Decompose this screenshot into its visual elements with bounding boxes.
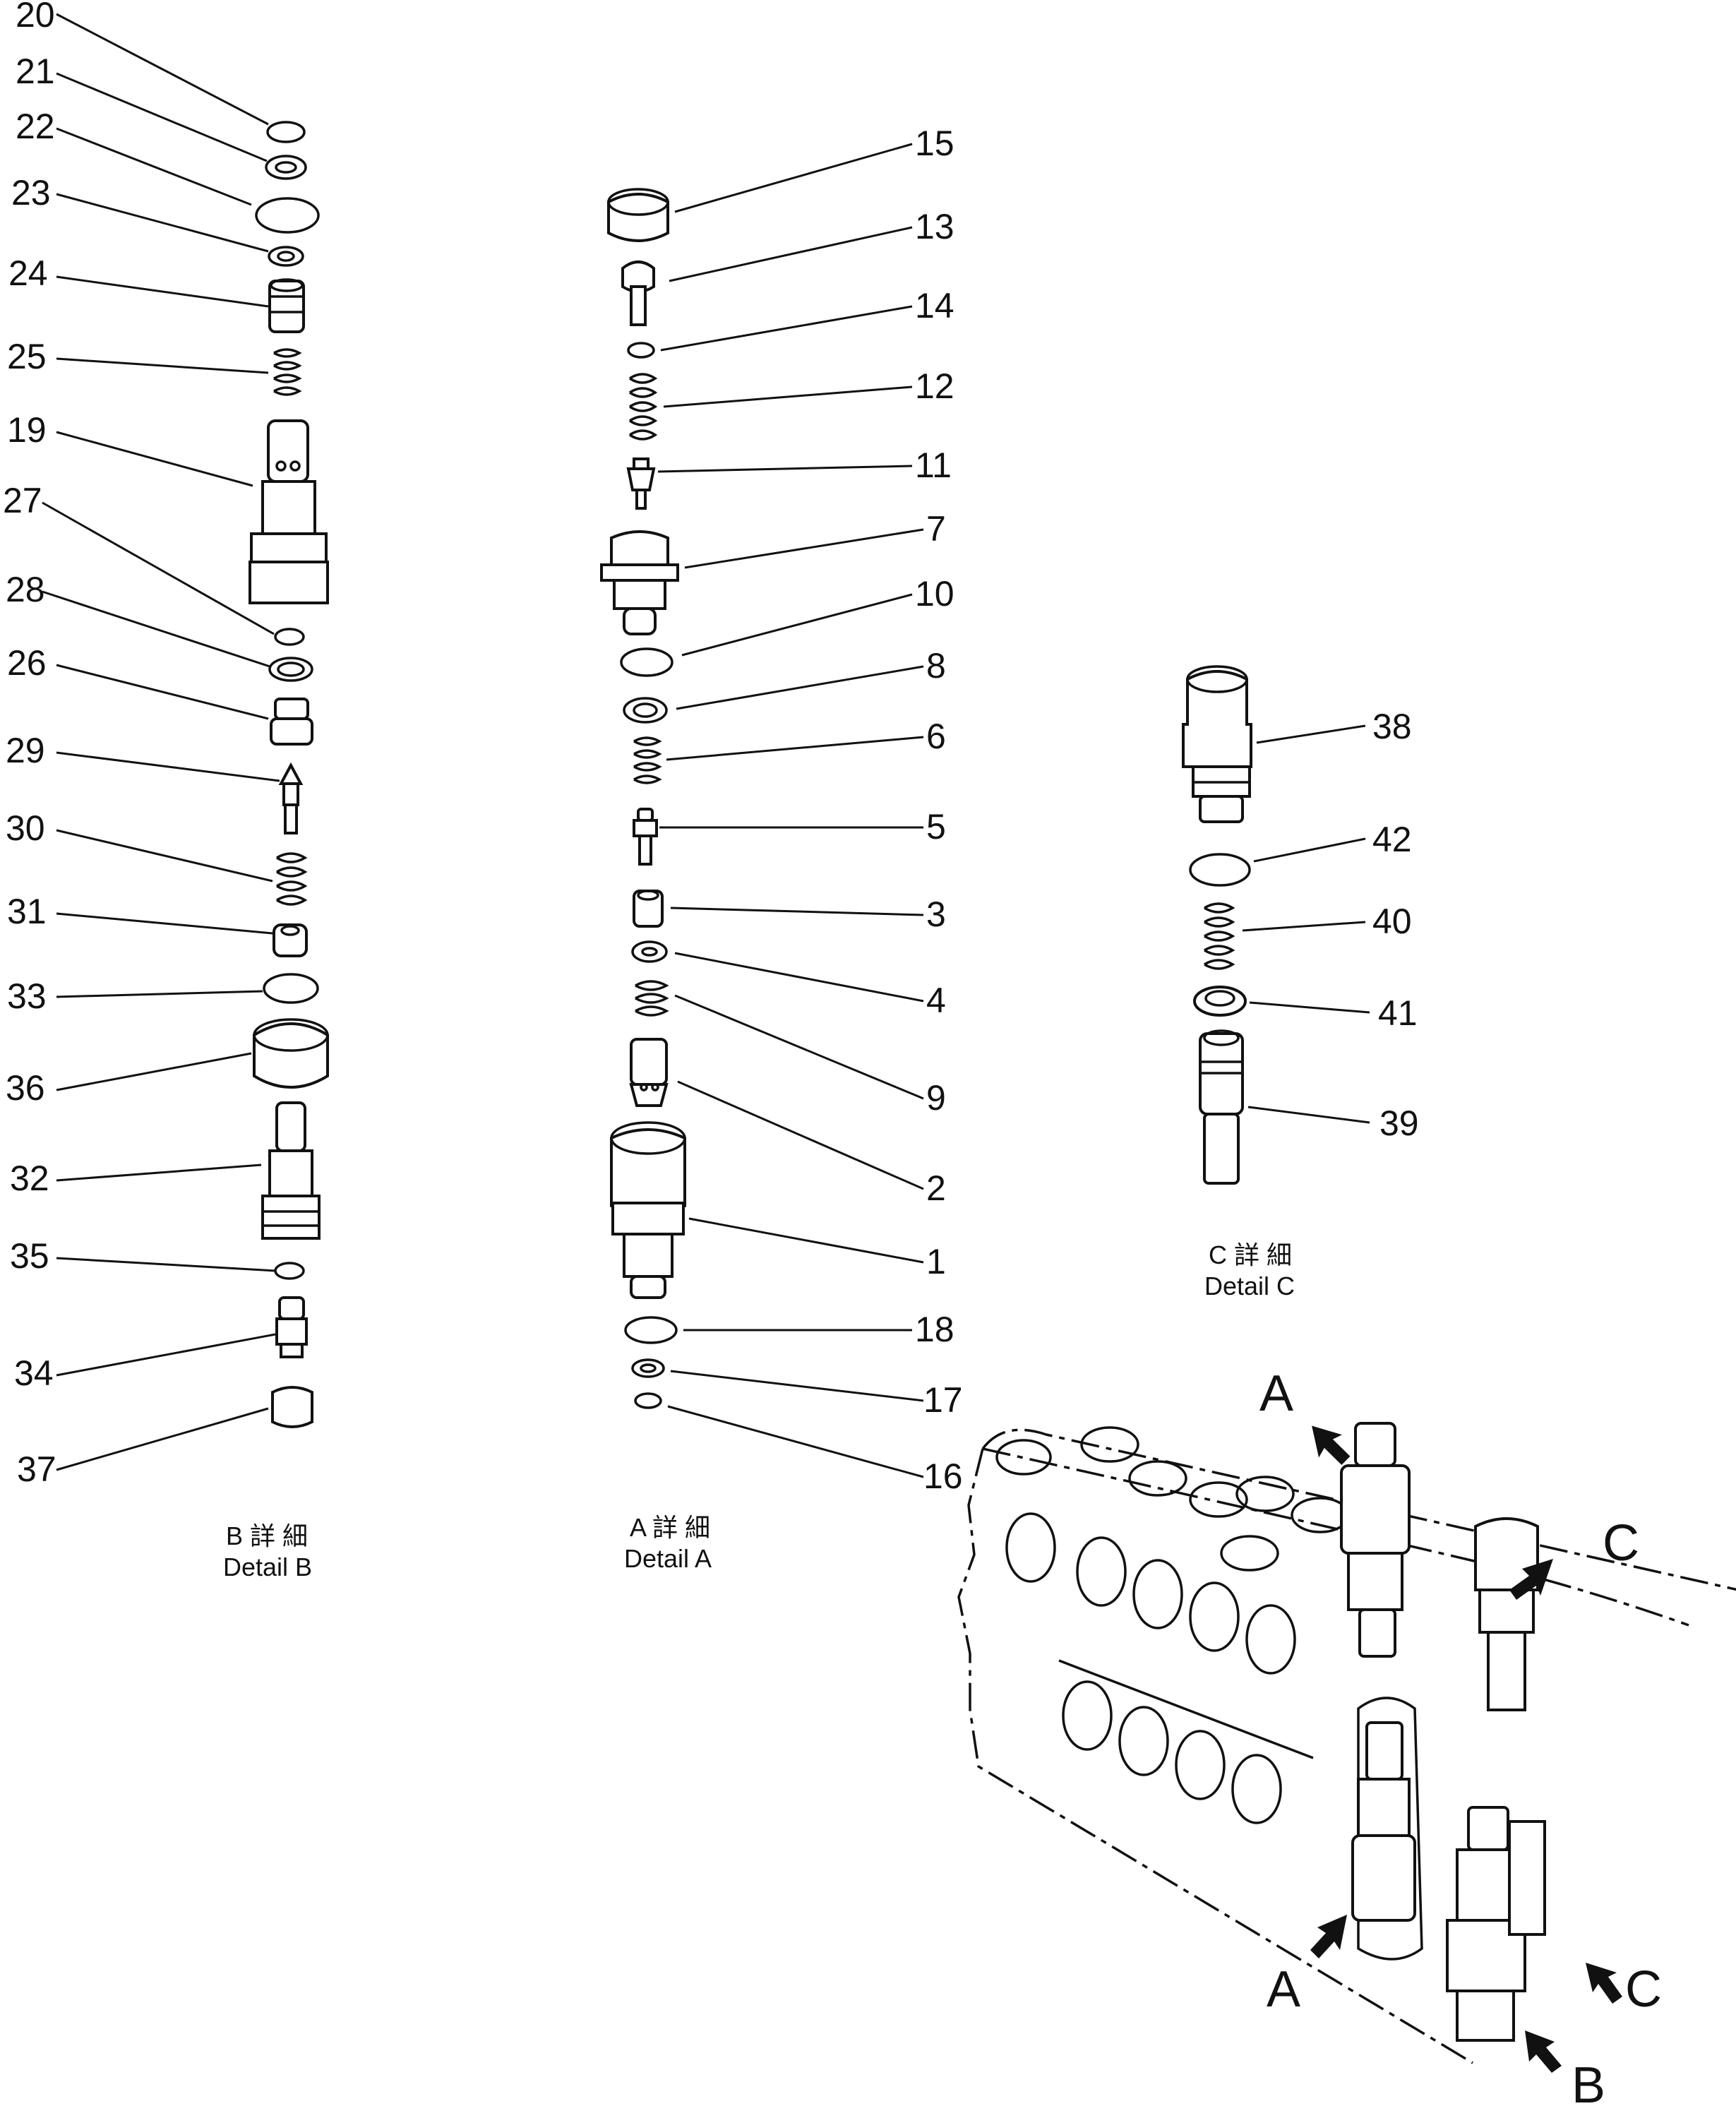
callout-4: 4 [926, 981, 946, 1020]
callout-23: 23 [11, 173, 51, 213]
callout-2: 2 [926, 1168, 946, 1208]
callout-41: 41 [1378, 993, 1418, 1033]
callout-32: 32 [10, 1159, 49, 1198]
callout-8: 8 [926, 646, 946, 686]
callout-34: 34 [14, 1353, 54, 1393]
callout-30: 30 [6, 808, 45, 848]
detail-c-callouts: 38 42 40 41 39 [1372, 707, 1419, 1143]
callout-40: 40 [1372, 902, 1412, 941]
detail-a-parts [600, 188, 686, 1409]
callout-37: 37 [17, 1449, 56, 1489]
callout-11: 11 [915, 445, 952, 485]
assembly-arrows [1310, 1425, 1622, 2073]
callout-25: 25 [7, 337, 47, 376]
callout-14: 14 [915, 286, 954, 325]
callout-21: 21 [16, 52, 55, 91]
callout-12: 12 [915, 366, 954, 406]
callout-24: 24 [8, 253, 48, 293]
callout-31: 31 [7, 892, 47, 931]
detail-c-parts [1182, 665, 1252, 1185]
callout-29: 29 [6, 731, 45, 770]
detail-c-caption-en: Detail C [1204, 1272, 1295, 1300]
marker-a-bottom: A [1267, 1961, 1300, 2018]
callout-35: 35 [10, 1236, 49, 1276]
marker-c-top: C [1603, 1515, 1639, 1572]
callout-9: 9 [926, 1078, 946, 1118]
callout-18: 18 [915, 1310, 954, 1349]
callout-15: 15 [915, 124, 954, 163]
callout-33: 33 [7, 976, 47, 1016]
marker-c-bottom: C [1625, 1961, 1662, 2018]
callout-6: 6 [926, 717, 946, 756]
callout-3: 3 [926, 895, 946, 934]
detail-b-callouts: 20 21 22 23 24 25 19 27 28 26 29 30 31 3… [3, 0, 56, 1489]
callout-5: 5 [926, 807, 946, 846]
detail-c-caption-jp: C 詳 細 [1209, 1240, 1292, 1269]
marker-b-bottom: B [1572, 2057, 1605, 2106]
callout-1: 1 [926, 1242, 946, 1281]
callout-38: 38 [1372, 707, 1412, 746]
callout-10: 10 [915, 574, 954, 614]
detail-a-leaders [657, 143, 924, 1478]
detail-a-caption-en: Detail A [624, 1544, 712, 1573]
callout-16: 16 [923, 1456, 963, 1496]
callout-36: 36 [6, 1068, 45, 1108]
detail-b-caption-jp: B 詳 細 [226, 1521, 308, 1550]
valve-assembly [957, 1422, 1736, 2064]
detail-b-parts [249, 121, 329, 1428]
marker-a-top: A [1259, 1365, 1293, 1422]
detail-a-callouts: 15 13 14 12 11 7 10 8 6 5 3 4 9 2 1 18 1… [915, 124, 963, 1496]
callout-20: 20 [16, 0, 55, 35]
callout-13: 13 [915, 207, 954, 246]
detail-b-leaders [42, 13, 280, 1471]
callout-42: 42 [1372, 820, 1412, 859]
detail-b-caption-en: Detail B [223, 1552, 312, 1581]
callout-26: 26 [7, 643, 47, 683]
callout-7: 7 [926, 509, 946, 549]
callout-27: 27 [3, 481, 42, 520]
detail-c-leaders [1242, 724, 1370, 1124]
detail-a-caption-jp: A 詳 細 [630, 1513, 710, 1542]
callout-22: 22 [16, 107, 55, 146]
callout-19: 19 [7, 410, 47, 450]
callout-39: 39 [1379, 1103, 1419, 1143]
callout-28: 28 [6, 570, 45, 609]
callout-17: 17 [923, 1380, 963, 1420]
